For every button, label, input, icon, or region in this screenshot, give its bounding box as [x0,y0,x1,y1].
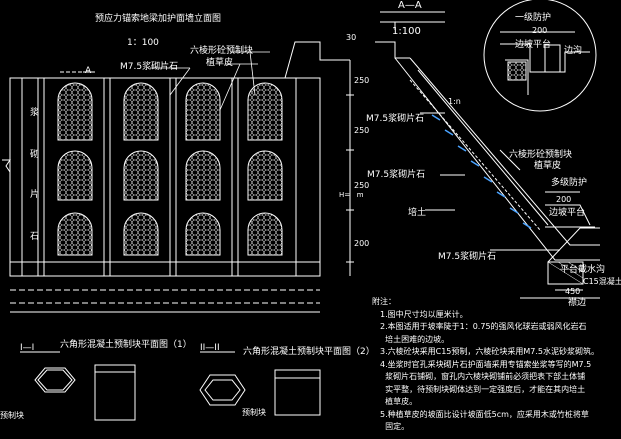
multi-berm: 边坡平台 [549,208,586,218]
note-line: 5.种植草皮的坡面比设计坡面低5cm，应采用木或竹桩将草 [380,409,589,419]
column-label-1: 浆 [30,108,40,118]
multi-title: 多级防护 [551,178,588,188]
callout-mortar: M7.5浆砌片石 [120,62,179,72]
dim-label-2: 250 [354,126,370,135]
multi-dim: 200 [556,195,572,204]
note-line: 植草皮。 [380,397,418,406]
elevation-title: 预应力锚索地梁加护面墙立面图 [95,14,222,24]
section-grass: 植草皮 [534,161,562,171]
elevation-scale: 1：100 [127,38,159,48]
elevation-windows [57,82,283,256]
column-label-2: 砌 [30,150,40,160]
section-hex-block: 六棱形砼预制块 [509,150,573,160]
section-slope: 1:n [448,97,461,106]
section-mortar-bottom: M7.5浆砌片石 [438,252,497,262]
elevation-view [2,41,354,313]
section-footing-dim: 450 [565,287,581,296]
notes-panel: 附注： 1.图中尺寸均以厘米计。 2.本图适用于坡率陡于1：0.75的强风化球岩… [372,296,621,434]
section-dim-30: 30 [346,33,357,42]
section-marker: A [85,66,92,76]
note-line: 1.图中尺寸均以厘米计。 [380,309,468,319]
section-concrete: C15混凝土 [583,277,621,286]
plan2-section: II—II [200,343,220,353]
plan1-section: I—I [20,343,35,353]
column-label-3: 片 [30,190,40,200]
note-line: 浆砌片石铺砌，窗孔内六棱块砌铺前必须把表下部土体铺 [380,372,586,381]
note-line: 4.坐浆时官孔采块砌片石护面墙采用专锚索坐浆等写的M7.5 [380,359,592,369]
section-view [375,11,600,299]
note-line: 2.本图适用于坡率陡于1：0.75的强风化球岩或弱风化岩石 [380,322,587,331]
section-anchors [431,114,532,229]
note-line: 固定。 [380,422,410,431]
section-mortar-top: M7.5浆砌片石 [366,114,425,124]
plan2-title: 六角形混凝土预制块平面图（2） [243,347,375,357]
level1-berm: 边坡平台 [515,40,552,50]
section-mortar-mid: M7.5浆砌片石 [367,170,426,180]
plan1-title: 六角形混凝土预制块平面图（1） [60,340,192,350]
detail-level1 [483,0,597,112]
plan-details [20,351,321,421]
section-drain: 平台截水沟 [560,265,606,275]
level1-dim: 200 [532,26,548,35]
note-line: 实平整，待预制块砌体达到一定强度后，才能在其内培土 [380,384,586,394]
section-title: A—A [398,0,422,11]
dim-label-3: 250 [354,181,370,190]
dim-label-4: 200 [354,239,370,248]
level1-ditch: 边沟 [564,46,583,56]
level1-title: 一级防护 [515,13,552,23]
plan1-block-label: 预制块 [0,411,24,420]
note-line: 培土困难的边坡。 [380,334,450,344]
section-scale: 1:100 [392,26,421,37]
callout-grass: 植草皮 [206,58,234,68]
dim-label-1: 250 [354,76,370,85]
elevation-leaders [150,51,270,111]
plan2-block-label: 预制块 [242,408,266,417]
callout-hex-block: 六棱形砼预制块 [190,46,254,56]
notes-heading: 附注： [372,297,396,306]
section-toe: 襟边 [568,298,587,308]
detail-multilevel [545,191,595,228]
section-fill: 培土 [408,208,427,218]
height-label: H= m [339,191,364,199]
column-label-4: 石 [30,232,40,242]
note-line: 3.六棱砼块采用C15预制，六棱砼块采用M7.5水泥砂浆砌筑。 [380,347,600,356]
